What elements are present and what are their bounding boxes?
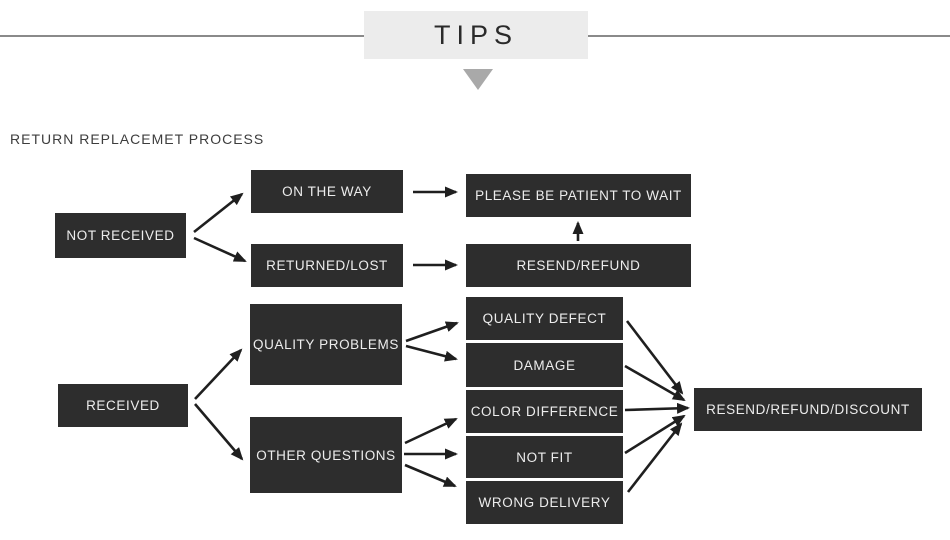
node-label: QUALITY PROBLEMS xyxy=(253,337,399,352)
arrow-not-fit-to-discount xyxy=(624,414,686,455)
node-returned-lost: RETURNED/LOST xyxy=(251,244,403,287)
arrow-other-questions-to-color-difference xyxy=(404,417,458,445)
node-label: RECEIVED xyxy=(86,398,160,413)
node-label: DAMAGE xyxy=(513,357,576,373)
arrow-received-to-other-questions xyxy=(194,403,244,461)
node-label: QUALITY DEFECT xyxy=(482,311,607,326)
arrow-quality-problems-to-damage xyxy=(405,344,458,362)
node-on-the-way: ON THE WAY xyxy=(251,170,403,213)
node-color-difference: COLOR DIFFERENCE xyxy=(466,390,623,433)
node-wrong-delivery: WRONG DELIVERY xyxy=(466,481,623,524)
node-quality-problems: QUALITY PROBLEMS xyxy=(250,304,402,385)
node-damage: DAMAGE xyxy=(466,343,623,387)
node-not-received: NOT RECEIVED xyxy=(55,213,186,258)
arrow-damage-to-discount xyxy=(624,364,686,402)
node-resend-refund: RESEND/REFUND xyxy=(466,244,691,287)
arrow-not-received-to-returned-lost xyxy=(193,236,247,263)
arrow-quality-defect-to-discount xyxy=(625,320,684,395)
node-label: NOT RECEIVED xyxy=(66,228,175,243)
node-label: OTHER QUESTIONS xyxy=(256,447,396,463)
section-label: RETURN REPLACEMET PROCESS xyxy=(10,131,265,147)
node-label: PLEASE BE PATIENT TO WAIT xyxy=(475,188,682,203)
node-received: RECEIVED xyxy=(58,384,188,427)
node-label: COLOR DIFFERENCE xyxy=(470,404,619,419)
node-label: NOT FIT xyxy=(516,449,573,465)
node-please-be-patient-to-wait: PLEASE BE PATIENT TO WAIT xyxy=(466,174,691,217)
arrow-quality-problems-to-quality-defect xyxy=(405,321,459,343)
arrow-color-difference-to-discount xyxy=(624,402,690,414)
tips-title: TIPS xyxy=(433,19,518,50)
node-quality-defect: QUALITY DEFECT xyxy=(466,297,623,340)
arrow-received-to-quality-problems xyxy=(194,348,243,400)
node-label: WRONG DELIVERY xyxy=(478,495,611,510)
arrow-not-received-to-on-the-way xyxy=(193,192,244,234)
node-not-fit: NOT FIT xyxy=(466,436,623,478)
node-other-questions: OTHER QUESTIONS xyxy=(250,417,402,493)
tips-header: TIPS xyxy=(364,11,588,59)
arrow-wrong-delivery-to-discount xyxy=(626,422,683,493)
node-resend-refund-discount: RESEND/REFUND/DISCOUNT xyxy=(694,388,922,431)
triangle-down-icon xyxy=(463,69,493,90)
node-label: RESEND/REFUND/DISCOUNT xyxy=(706,402,910,417)
node-label: RESEND/REFUND xyxy=(516,258,641,273)
node-label: RETURNED/LOST xyxy=(266,258,388,273)
arrow-other-questions-to-wrong-delivery xyxy=(404,463,457,488)
node-label: ON THE WAY xyxy=(282,184,372,199)
